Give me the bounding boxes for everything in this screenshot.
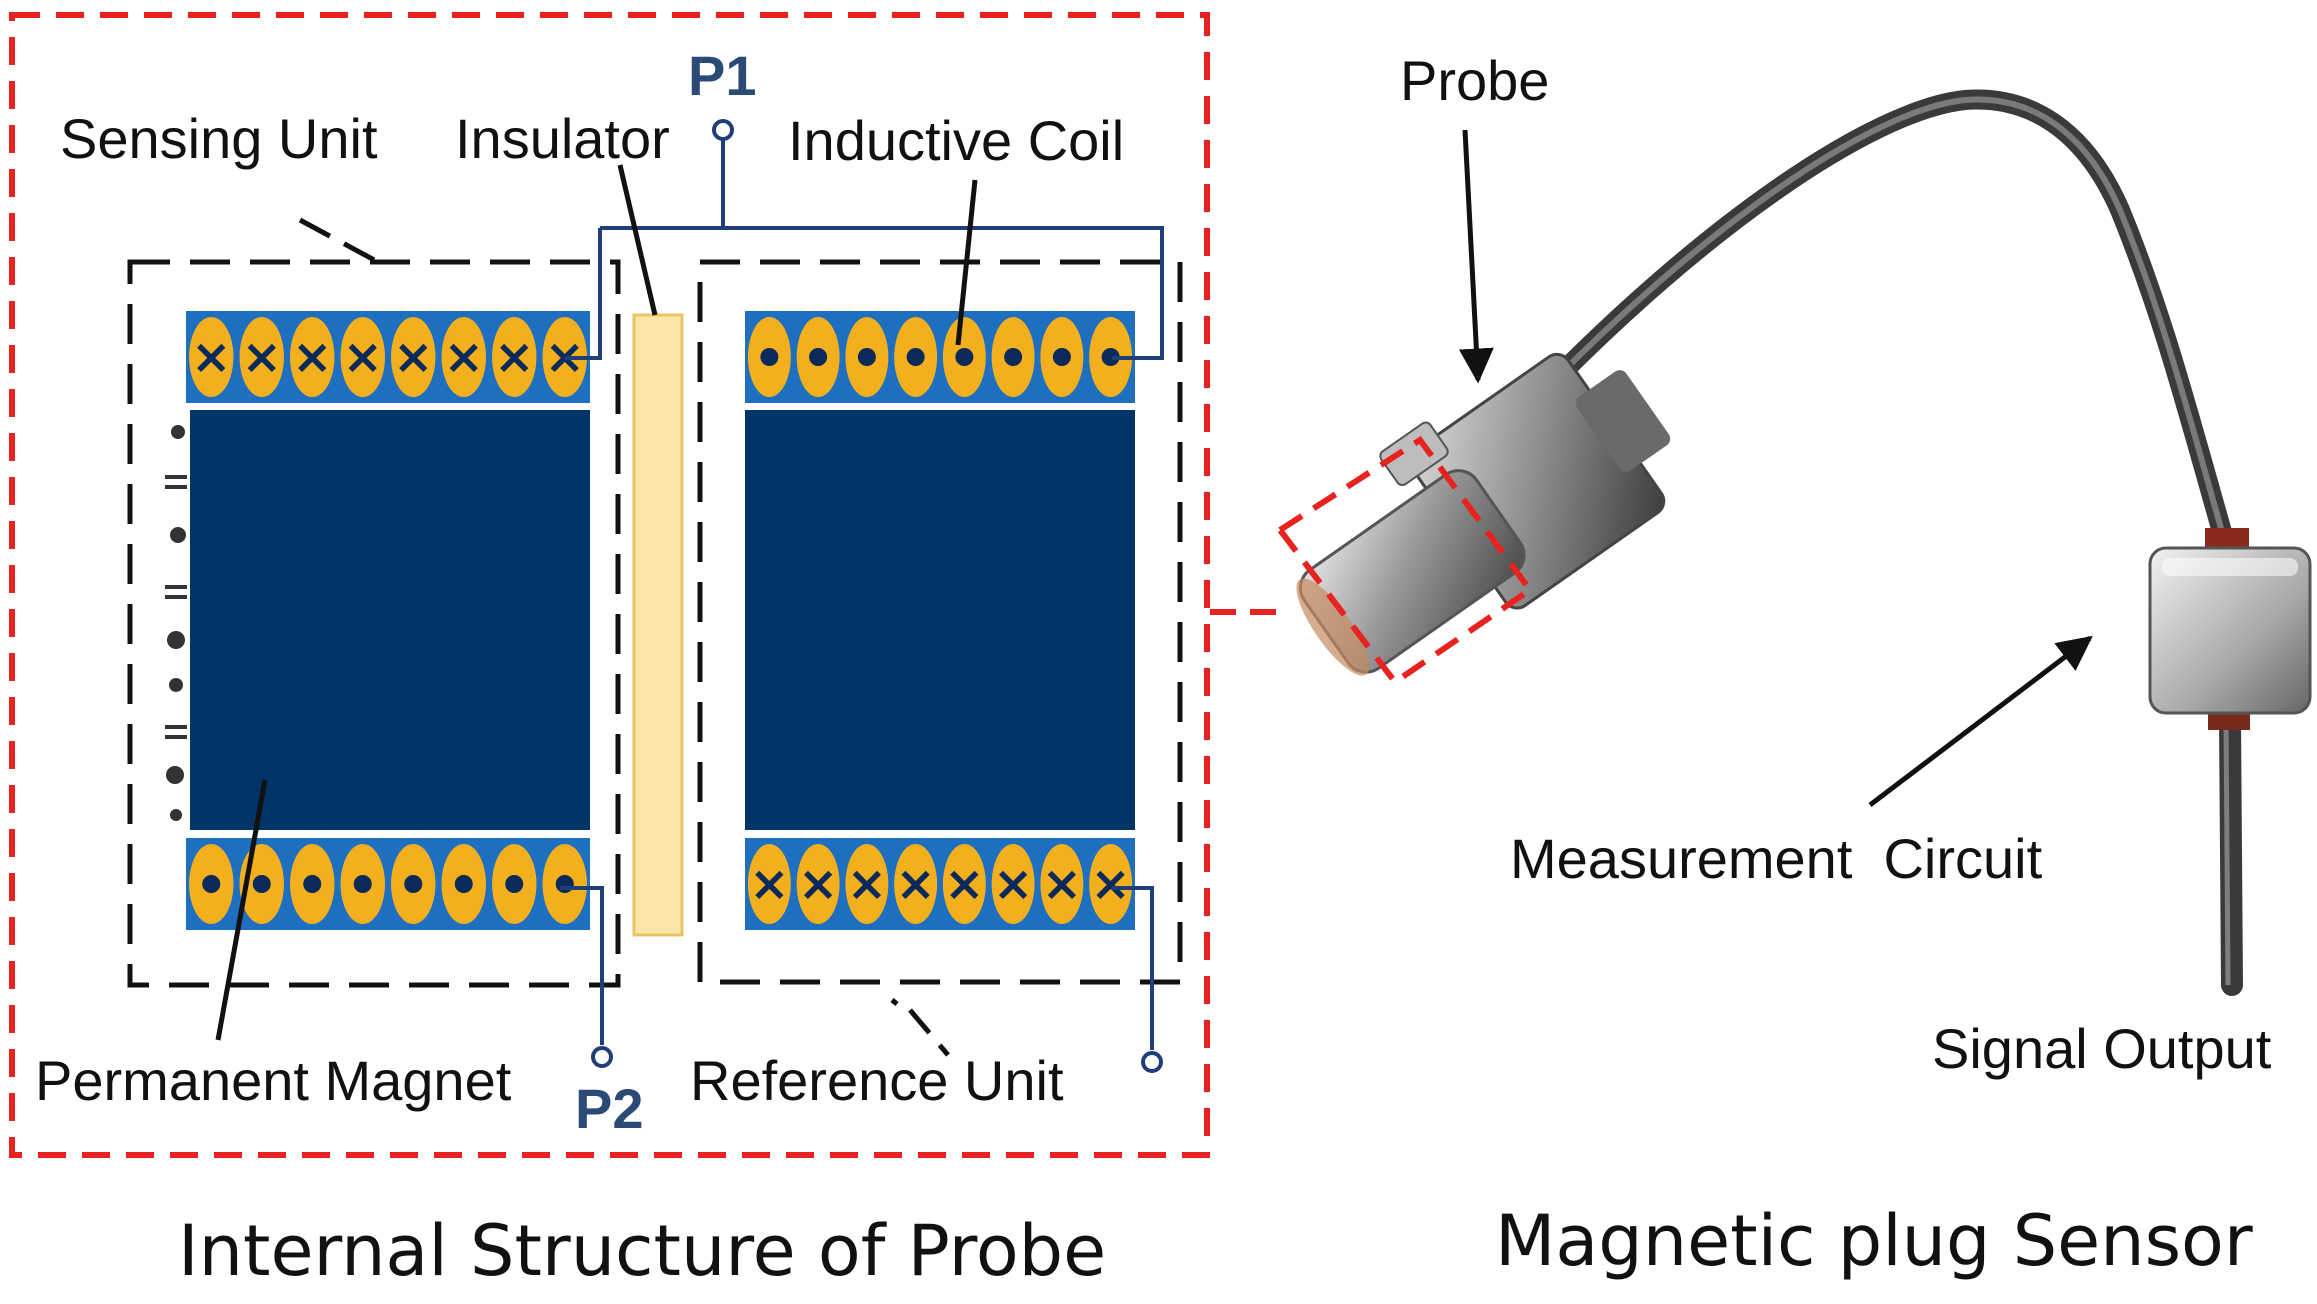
- label-sensing-unit: Sensing Unit: [60, 107, 378, 170]
- label-permanent-magnet: Permanent Magnet: [35, 1049, 512, 1112]
- coil-turn-out-of-page: [492, 844, 537, 924]
- coil-turn-out-of-page: [441, 844, 486, 924]
- label-insulator: Insulator: [455, 107, 670, 170]
- coil-turn-out-of-page: [290, 844, 335, 924]
- coil-turn-into-page: ×: [441, 317, 486, 397]
- arrow-probe: [1458, 129, 1494, 384]
- arrow-measurement-circuit: [1868, 635, 2093, 807]
- probe-outline-red-dashed: [9, 12, 1210, 1158]
- coil-turn-into-page: ×: [391, 317, 436, 397]
- terminal-reference: [1141, 1051, 1163, 1073]
- svg-text:×: ×: [896, 856, 936, 912]
- svg-text:×: ×: [993, 856, 1033, 912]
- coil-turn-out-of-page: [1089, 317, 1133, 397]
- coil-turn-out-of-page: [747, 317, 791, 397]
- coil-turn-out-of-page: [796, 317, 840, 397]
- probe-cylinder: [1296, 469, 1526, 676]
- coil-turn-into-page: ×: [290, 317, 335, 397]
- permanent-magnet-reference: [745, 410, 1135, 830]
- svg-text:×: ×: [944, 856, 984, 912]
- internal-structure-panel: ×××××××××××××××× Sensing Unit Insulator …: [9, 12, 1210, 1292]
- coil-turn-out-of-page: [991, 317, 1035, 397]
- svg-text:×: ×: [444, 329, 484, 385]
- caption-internal-structure: Internal Structure of Probe: [178, 1210, 1106, 1292]
- coil-turn-into-page: ×: [894, 844, 938, 924]
- measurement-circuit-box: [2148, 546, 2312, 715]
- coil-turn-into-page: ×: [239, 317, 284, 397]
- label-p2: P2: [575, 1077, 644, 1140]
- label-measurement-circuit: Measurement Circuit: [1510, 827, 2043, 890]
- coil-turn-into-page: ×: [991, 844, 1035, 924]
- label-reference-unit: Reference Unit: [690, 1049, 1064, 1112]
- coil-windings: ××××××××××××××××: [189, 317, 1133, 924]
- coil-turn-into-page: ×: [747, 844, 791, 924]
- label-inductive-coil: Inductive Coil: [788, 109, 1124, 172]
- label-p1: P1: [688, 44, 757, 107]
- svg-text:×: ×: [749, 856, 789, 912]
- coil-turn-out-of-page: [189, 844, 234, 924]
- coil-turn-out-of-page: [845, 317, 889, 397]
- terminal-p2: [591, 1046, 613, 1068]
- label-signal-output: Signal Output: [1932, 1017, 2272, 1080]
- coil-turn-out-of-page: [1040, 317, 1084, 397]
- permanent-magnet-sensing: [190, 410, 590, 830]
- leader-lines: [215, 164, 978, 1057]
- coil-turn-out-of-page: [340, 844, 385, 924]
- coil-turn-into-page: ×: [1040, 844, 1084, 924]
- coil-turn-into-page: ×: [845, 844, 889, 924]
- svg-text:×: ×: [798, 856, 838, 912]
- field-marks: [165, 425, 187, 821]
- svg-text:×: ×: [847, 856, 887, 912]
- label-probe: Probe: [1400, 49, 1549, 112]
- magnetic-plug-sensor-panel: Probe Measurement Circuit Signal Output …: [1275, 49, 2312, 1282]
- reference-unit-box: [697, 259, 1183, 985]
- svg-text:×: ×: [292, 329, 332, 385]
- svg-text:×: ×: [494, 329, 534, 385]
- coil-turn-into-page: ×: [492, 317, 537, 397]
- caption-magnetic-plug-sensor: Magnetic plug Sensor: [1495, 1200, 2253, 1282]
- coil-turn-out-of-page: [894, 317, 938, 397]
- sensing-unit-box: [127, 259, 621, 988]
- svg-text:×: ×: [1042, 856, 1082, 912]
- coil-turn-into-page: ×: [1089, 844, 1133, 924]
- coil-turn-into-page: ×: [942, 844, 986, 924]
- coil-turn-into-page: ×: [340, 317, 385, 397]
- svg-text:×: ×: [191, 329, 231, 385]
- wires: [560, 140, 1164, 1050]
- svg-text:×: ×: [393, 329, 433, 385]
- output-cable: [2219, 709, 2243, 996]
- insulator-bar: [632, 313, 684, 937]
- probe-tip-highlight: [1275, 435, 1535, 687]
- svg-text:×: ×: [242, 329, 282, 385]
- svg-text:×: ×: [1091, 856, 1131, 912]
- coil-turn-into-page: ×: [796, 844, 840, 924]
- coil-turn-out-of-page: [542, 844, 587, 924]
- svg-text:×: ×: [343, 329, 383, 385]
- terminal-p1: [712, 119, 734, 141]
- coil-turn-into-page: ×: [189, 317, 234, 397]
- coil-turn-out-of-page: [391, 844, 436, 924]
- coil-turn-out-of-page: [942, 317, 986, 397]
